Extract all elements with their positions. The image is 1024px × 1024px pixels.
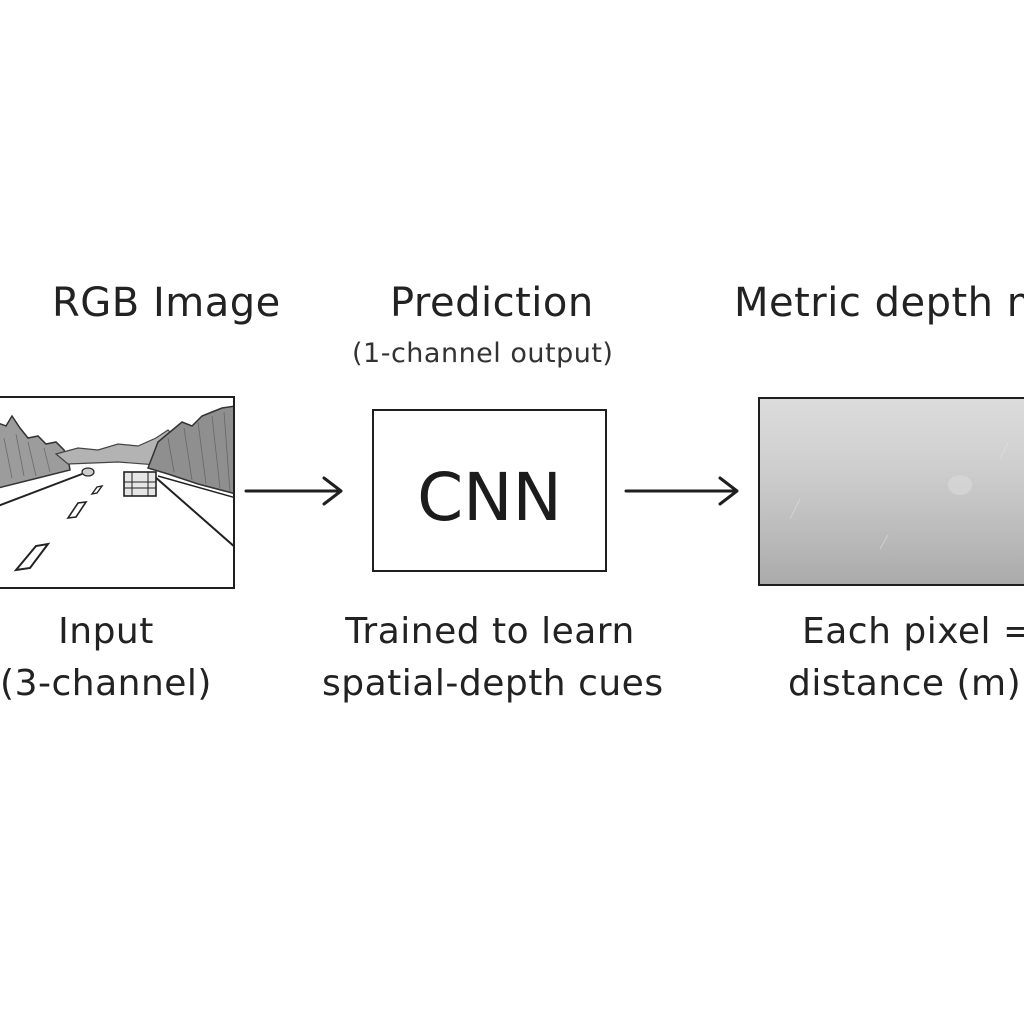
rgb-image-caption: Input (3-channel) xyxy=(0,606,214,710)
rgb-road-image xyxy=(0,396,235,589)
cnn-caption-line-2: spatial-depth cues xyxy=(322,663,664,704)
depth-caption-line-2: distance (m) xyxy=(788,663,1022,704)
prediction-title: Prediction xyxy=(390,280,594,326)
depth-caption-line-1: Each pixel = xyxy=(802,611,1024,652)
arrow-right-icon xyxy=(244,476,343,506)
cnn-caption: Trained to learn spatial-depth cues xyxy=(322,606,664,710)
cnn-box: CNN xyxy=(372,409,607,572)
depth-map-title: Metric depth m xyxy=(734,280,1024,326)
rgb-caption-line-2: (3-channel) xyxy=(0,663,212,704)
prediction-subtitle: (1-channel output) xyxy=(352,338,614,369)
depth-map-gradient xyxy=(789,442,1009,550)
depth-map-caption: Each pixel = distance (m) xyxy=(788,606,1024,710)
cnn-label: CNN xyxy=(417,459,562,536)
depth-map-image xyxy=(758,397,1024,586)
road-scene-sketch xyxy=(0,405,233,587)
rgb-caption-line-1: Input xyxy=(58,611,154,652)
arrow-right-icon xyxy=(624,476,739,506)
rgb-image-title: RGB Image xyxy=(52,280,281,326)
cnn-caption-line-1: Trained to learn xyxy=(345,611,635,652)
